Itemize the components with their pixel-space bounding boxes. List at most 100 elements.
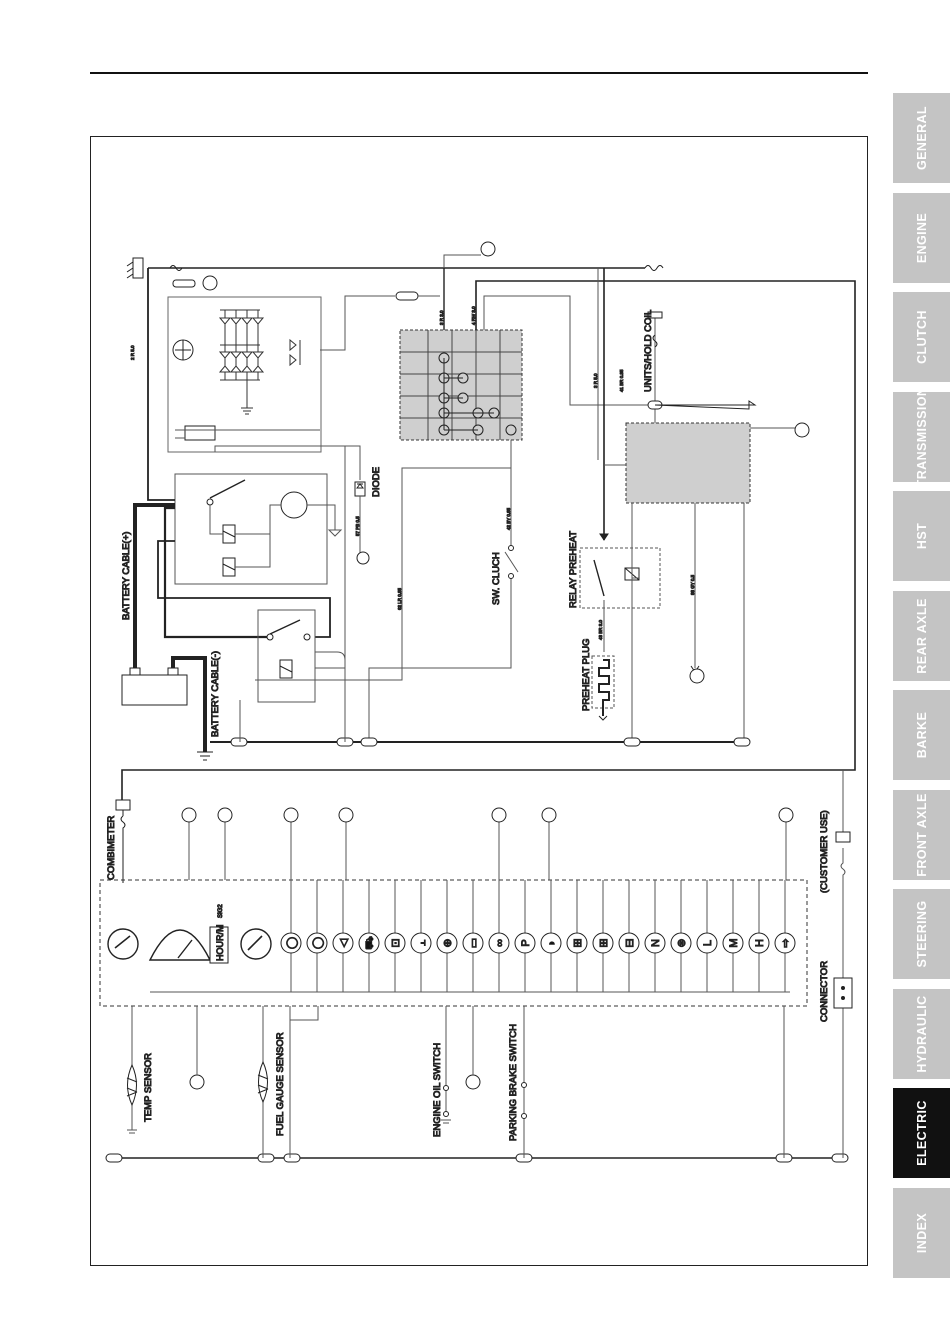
tab-front-axle[interactable]: FRONT AXLE	[893, 789, 950, 880]
preheat-plug	[591, 655, 615, 721]
indicator-lamp	[358, 932, 380, 954]
combimeter	[99, 879, 808, 1007]
indicator-glyph: M	[728, 938, 740, 947]
alternator-rectifier	[167, 296, 322, 453]
tab-hst[interactable]: HST	[893, 491, 950, 581]
fuel-gauge-sensor	[257, 1006, 269, 1158]
indicator-glyph: ▭	[468, 938, 480, 948]
tab-general[interactable]: GENERAL	[893, 93, 950, 183]
starter-motor	[174, 473, 343, 585]
indicator-glyph: ⊟	[624, 938, 636, 947]
indicator-glyph: ◯	[286, 937, 298, 949]
label-parking-brake-switch: PARKING BRAKE SWITCH	[508, 1024, 519, 1141]
tab-barke[interactable]: BARKE	[893, 690, 950, 780]
wire-code: 3 R 5.0	[593, 373, 598, 388]
tab-index[interactable]: INDEX	[893, 1187, 950, 1278]
wire-code: 57 PB 0.5	[355, 516, 360, 536]
indicator-glyph: ◯	[312, 937, 324, 949]
tab-hydraulic[interactable]: HYDRAULIC	[893, 988, 950, 1079]
label-connector: CONNECTOR	[819, 961, 830, 1022]
indicator-glyph: ⊞	[572, 938, 584, 947]
fuse	[172, 279, 196, 288]
label-temp-sensor: TEMP SENSOR	[143, 1053, 154, 1122]
coil-symbol	[644, 265, 664, 271]
tab-label: INDEX	[914, 1212, 929, 1253]
label-relay-preheat: RELAY PREHEAT	[568, 531, 579, 608]
indicator-lamp	[280, 932, 302, 954]
parking-brake-switch	[521, 1006, 527, 1158]
label-battery-cable-pos: BATTERY CABLE(+)	[121, 532, 132, 620]
indicator-glyph: ⊞	[598, 938, 610, 947]
label-fuel-gauge-sensor: FUEL GAUGE SENSOR	[275, 1032, 286, 1136]
indicator-glyph: N	[650, 939, 662, 947]
indicator-lamp	[722, 932, 744, 954]
indicator-glyph: ⊛	[676, 938, 688, 947]
temp-sensor	[126, 1006, 138, 1134]
indicator-lamp	[618, 932, 640, 954]
label-diode: DIODE	[371, 467, 382, 497]
label-hourm: HOUR/M	[215, 925, 225, 962]
wire-code: 4 RW 3.0	[471, 306, 476, 325]
label-units-hold-coil: UNITS/HOLD COIL	[643, 310, 654, 392]
indicator-lamp	[566, 932, 588, 954]
indicator-lamp	[306, 932, 328, 954]
indicator-lamp	[332, 932, 354, 954]
label-battery-cable-neg: BATTERY CABLE(-)	[210, 651, 221, 737]
indicator-lamp	[436, 932, 458, 954]
combimeter-connector	[115, 799, 131, 883]
label-preheat-plug: PREHEAT PLUG	[581, 638, 592, 711]
safety-relay	[257, 609, 316, 703]
indicator-lamp	[748, 932, 770, 954]
diode	[214, 445, 370, 565]
tab-label: GENERAL	[914, 106, 929, 170]
engine-oil-switch	[441, 1006, 451, 1124]
wire-code: 43 BR 3.0	[598, 619, 603, 640]
wire-code: 62 LR 0.85	[397, 587, 402, 610]
tab-label: REAR AXLE	[914, 597, 929, 674]
tab-electric[interactable]: ELECTRIC	[893, 1088, 950, 1178]
tab-label: ELECTRIC	[914, 1100, 929, 1166]
wire-code: 41 BR 0.85	[619, 369, 624, 392]
key-switch-matrix	[399, 329, 523, 441]
tab-label: FRONT AXLE	[914, 792, 929, 877]
indicator-glyph: ◁	[338, 938, 350, 947]
indicator-lamp	[670, 932, 692, 954]
tab-label: CLUTCH	[914, 310, 929, 364]
indicator-lamp	[410, 932, 432, 954]
tab-transmission[interactable]: TRANSMISSION	[893, 386, 950, 487]
indicator-lamp	[514, 932, 536, 954]
tab-clutch[interactable]: CLUTCH	[893, 292, 950, 382]
indicator-glyph: P	[520, 939, 532, 946]
tab-label: BARKE	[914, 711, 929, 759]
wire-code: 2 R 5.0	[130, 345, 135, 360]
label-engine-oil-switch: ENGINE OIL SWITCH	[432, 1043, 443, 1137]
tab-engine[interactable]: ENGINE	[893, 192, 950, 283]
indicator-glyph: ∞	[494, 939, 506, 947]
wire-code: 42 BY 0.85	[506, 507, 511, 530]
customer-use-connector	[833, 770, 853, 1158]
tab-label: HYDRAULIC	[914, 994, 929, 1073]
indicator-glyph: ⊡	[390, 938, 402, 947]
indicator-lamp	[696, 932, 718, 954]
indicator-glyph: H	[754, 939, 766, 947]
indicator-lamp	[384, 932, 406, 954]
wire-code: 3 R 3.0	[439, 310, 444, 325]
label-combimeter: COMBIMETER	[106, 815, 117, 880]
preheat-relay	[579, 547, 661, 609]
clutch-switch	[368, 540, 519, 742]
indicator-lamp	[462, 932, 484, 954]
indicator-glyph: ⛟	[364, 936, 376, 950]
indicator-lamp	[592, 932, 614, 954]
indicator-lamp	[488, 932, 510, 954]
tab-steering[interactable]: STEERING	[893, 889, 950, 979]
tab-rear-axle[interactable]: REAR AXLE	[893, 590, 950, 681]
section-tabs: GENERAL ENGINE CLUTCH TRANSMISSION HST REAR A…	[893, 93, 950, 1298]
indicator-glyph: L	[702, 940, 714, 946]
terminal-circle	[202, 275, 218, 291]
indicator-glyph: ⊕	[442, 938, 454, 947]
control-unit	[625, 422, 751, 504]
tab-label: HST	[914, 522, 929, 550]
fuse	[395, 291, 419, 301]
label-sw-clutch: SW. CLUCH	[491, 552, 502, 605]
indicator-glyph: ⇨	[780, 938, 792, 947]
